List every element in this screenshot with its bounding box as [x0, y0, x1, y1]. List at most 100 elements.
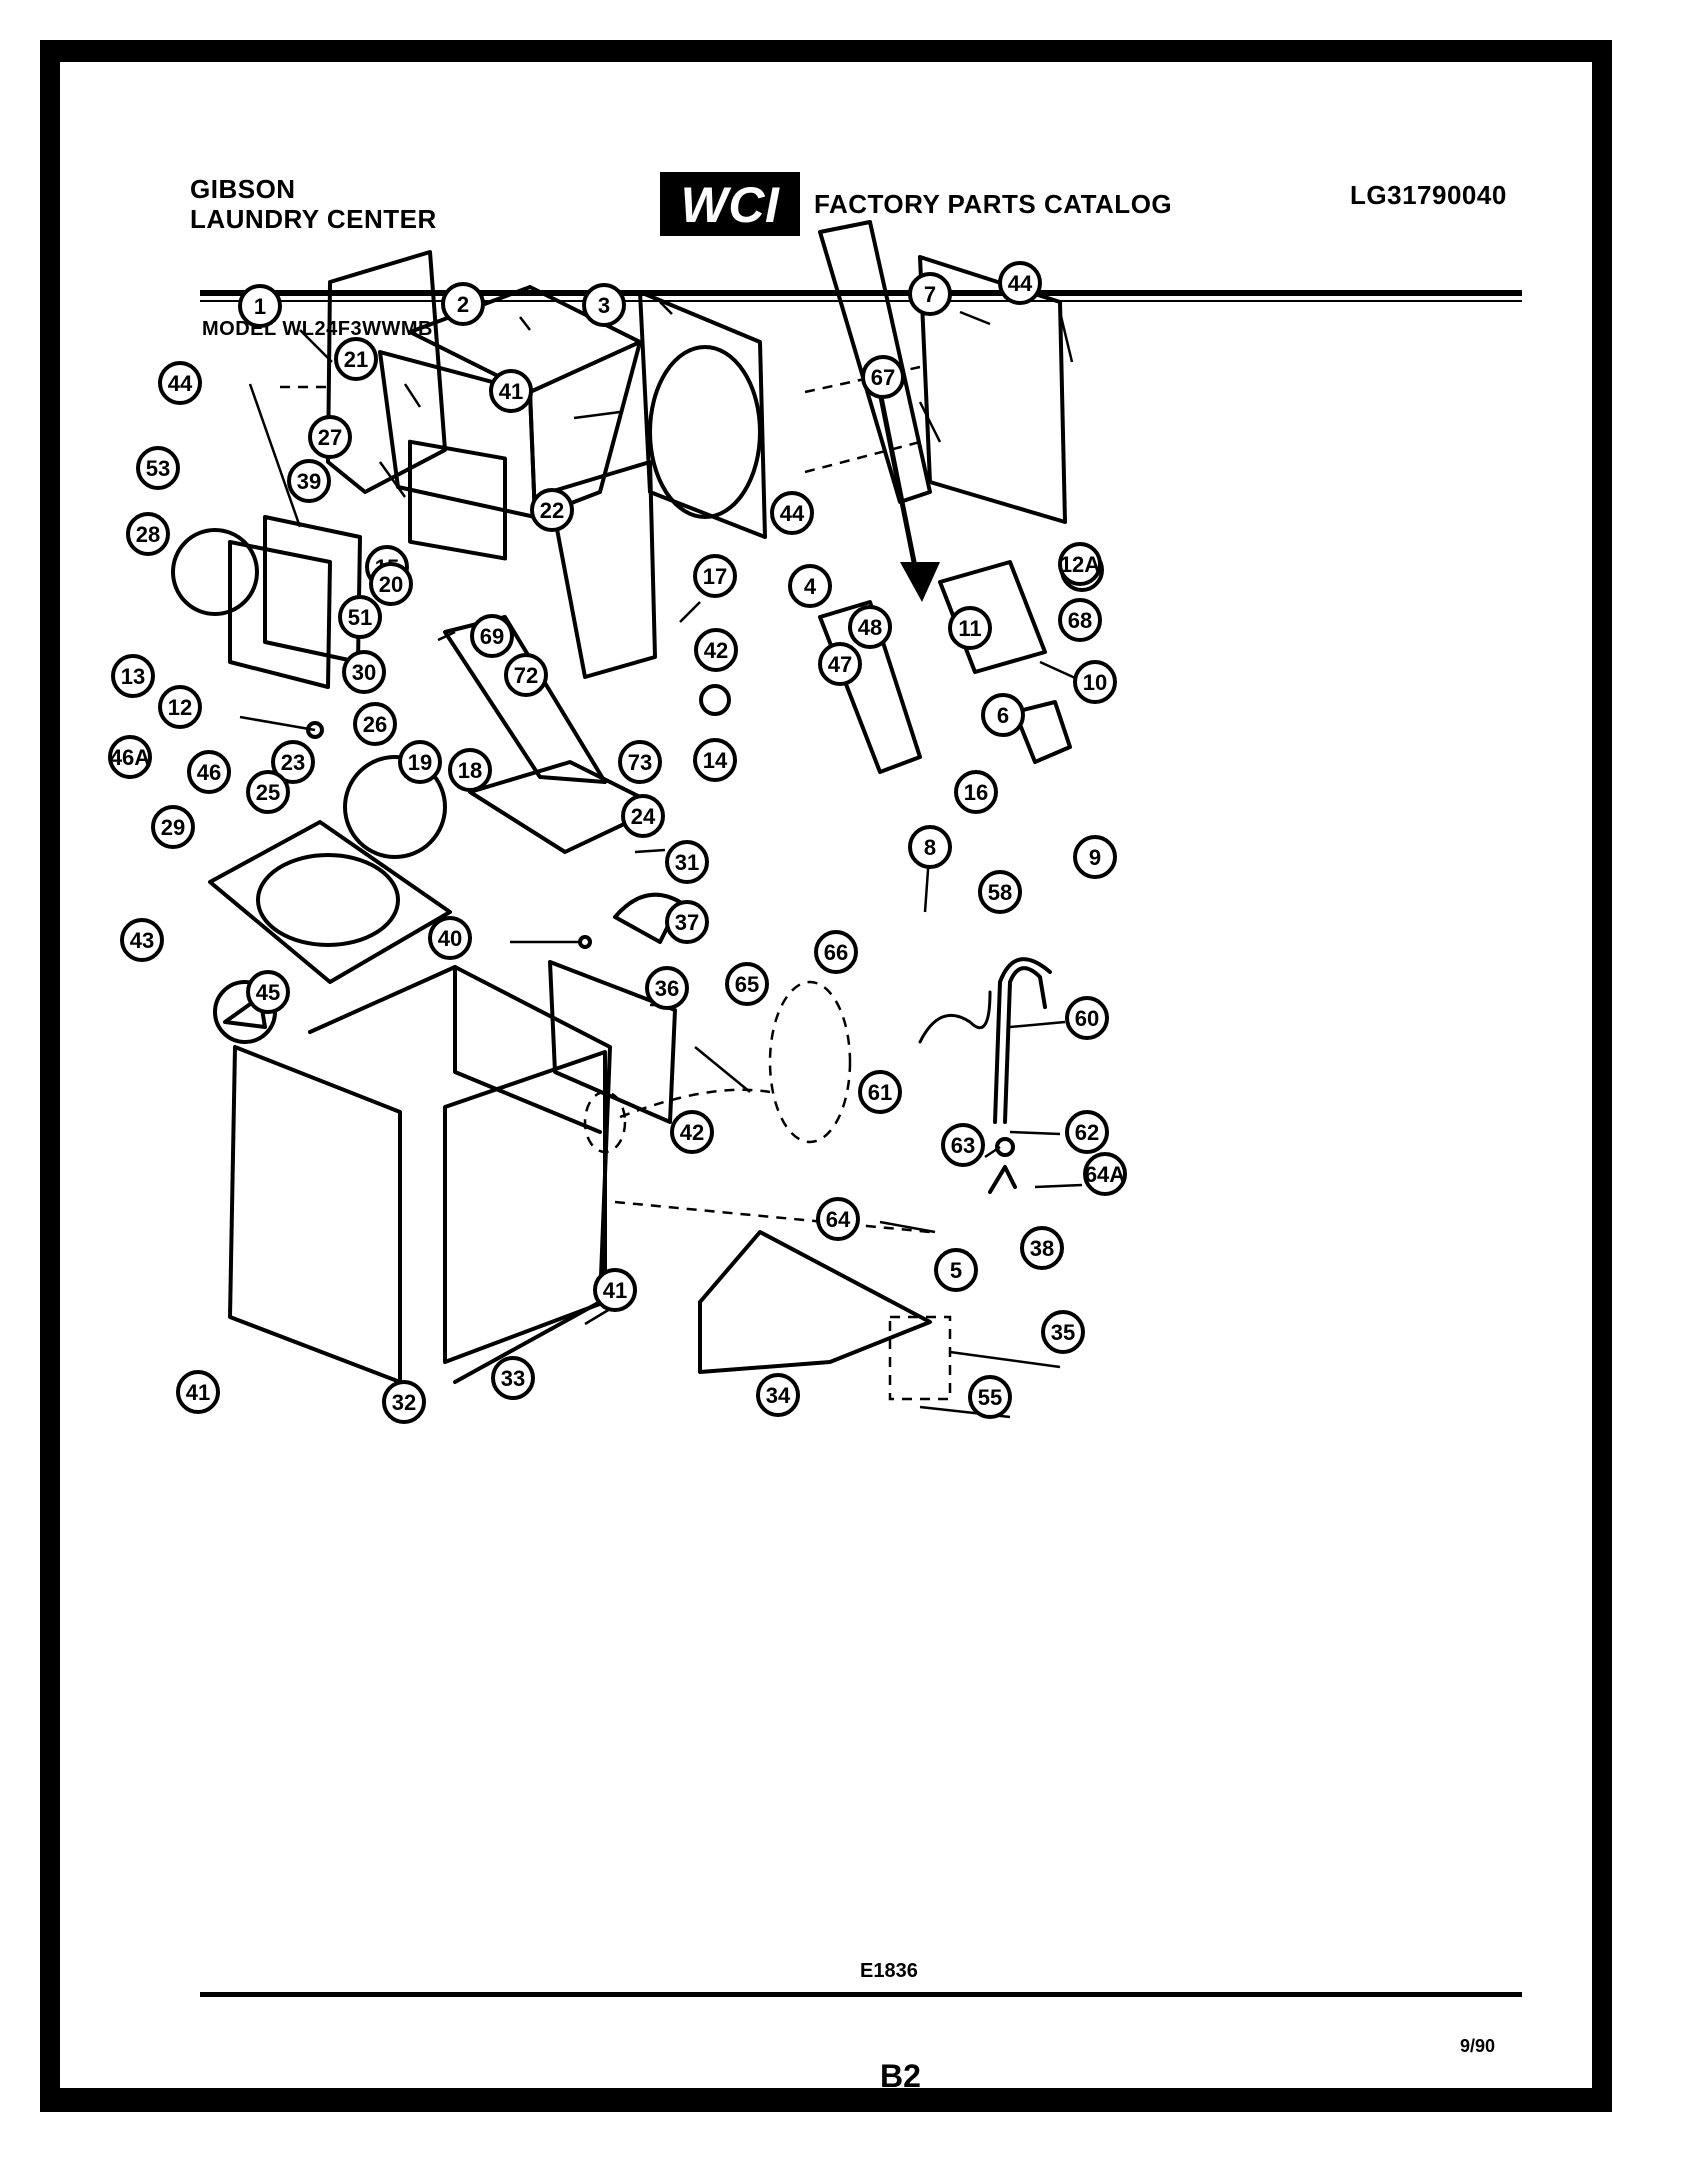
fitting-part-38 — [988, 1165, 1017, 1194]
callout-c25: 25 — [246, 770, 290, 814]
callout-c22: 22 — [530, 488, 574, 532]
callout-number: 40 — [438, 926, 462, 951]
dash-line-2 — [804, 440, 921, 474]
callout-circle — [954, 770, 998, 814]
callout-c47: 47 — [818, 642, 862, 686]
callout-circle — [670, 1110, 714, 1154]
callout-number: 72 — [514, 663, 538, 688]
callout-circle — [694, 628, 738, 672]
callout-circle — [342, 650, 386, 694]
callout-circle — [1058, 598, 1102, 642]
callout-circle — [593, 1268, 637, 1312]
callout-c8: 8 — [908, 825, 952, 869]
callout-c36a: 36 — [645, 966, 689, 1010]
callout-circle — [489, 369, 533, 413]
wire-part-61 — [918, 990, 992, 1044]
base-part-34 — [698, 1230, 932, 1374]
callout-circle — [582, 283, 626, 327]
callout-circle — [176, 1370, 220, 1414]
callout-circle — [645, 966, 689, 1010]
callout-circle — [1041, 1310, 1085, 1354]
callout-circle — [369, 562, 413, 606]
callout-circle — [756, 1373, 800, 1417]
callout-number: 10 — [1083, 670, 1107, 695]
front-opening — [408, 439, 507, 561]
exploded-parts-diagram: 12374444214167442753392244281512A2017684… — [108, 220, 1127, 1424]
product-line: LAUNDRY CENTER — [190, 204, 437, 234]
callout-c32: 32 — [382, 1380, 426, 1424]
callout-number: 39 — [297, 469, 321, 494]
callout-c20: 20 — [369, 562, 413, 606]
callout-c13: 13 — [111, 654, 155, 698]
callout-circle — [818, 642, 862, 686]
page-border: GIBSON LAUNDRY CENTER WCI FACTORY PARTS … — [40, 40, 1612, 2112]
callout-circle — [338, 595, 382, 639]
callout-c46: 46 — [187, 750, 231, 794]
callout-number: 47 — [828, 652, 852, 677]
callout-circle — [941, 1123, 985, 1167]
callout-circle — [1083, 1152, 1127, 1196]
callout-c64: 64 — [816, 1197, 860, 1241]
callout-c45: 45 — [246, 970, 290, 1014]
switch-part-58 — [1013, 700, 1072, 764]
callout-number: 68 — [1068, 608, 1092, 633]
catalog-title-block: WCI FACTORY PARTS CATALOG — [660, 172, 1172, 236]
callout-circle — [1065, 1110, 1109, 1154]
callout-number: 53 — [146, 456, 170, 481]
callout-c63: 63 — [941, 1123, 985, 1167]
callout-c44c: 44 — [770, 491, 814, 535]
callout-number: 37 — [675, 910, 699, 935]
callout-number: 19 — [408, 750, 432, 775]
door-part-12 — [228, 540, 332, 689]
washer-top-part-29 — [208, 820, 452, 984]
callout-number: 67 — [871, 365, 895, 390]
callout-c42a: 42 — [694, 628, 738, 672]
callout-c62: 62 — [1065, 1110, 1109, 1154]
part-40 — [578, 935, 592, 949]
callout-c61: 61 — [858, 1070, 902, 1114]
callout-c11: 11 — [948, 606, 992, 650]
callout-circle — [665, 840, 709, 884]
callout-circle — [934, 1248, 978, 1292]
brand-name: GIBSON — [190, 174, 296, 204]
footer-rule — [200, 1992, 1522, 1997]
wci-logo: WCI — [660, 172, 800, 236]
callout-circle — [158, 685, 202, 729]
callout-circle — [1073, 835, 1117, 879]
callout-number: 26 — [363, 712, 387, 737]
callout-number: 2 — [457, 292, 469, 317]
callout-circle — [504, 653, 548, 697]
callout-number: 31 — [675, 850, 699, 875]
dash-line-5 — [614, 1200, 931, 1234]
callout-c48: 48 — [848, 605, 892, 649]
dashed-inset-motor — [583, 1090, 627, 1154]
header-rule — [200, 290, 1522, 296]
callout-circle — [428, 916, 472, 960]
callout-circle — [238, 284, 282, 328]
callout-number: 69 — [480, 624, 504, 649]
callout-c24: 24 — [621, 794, 665, 838]
callout-number: 60 — [1075, 1006, 1099, 1031]
callout-c9: 9 — [1073, 835, 1117, 879]
callout-circle — [530, 488, 574, 532]
callout-c41c: 41 — [176, 1370, 220, 1414]
callout-circle — [1073, 660, 1117, 704]
callout-circle — [848, 605, 892, 649]
callout-circle — [398, 740, 442, 784]
callout-number: 63 — [951, 1133, 975, 1158]
callout-c41a: 41 — [489, 369, 533, 413]
callout-circle — [111, 654, 155, 698]
callout-c37: 37 — [665, 900, 709, 944]
callout-c65: 65 — [725, 962, 769, 1006]
callout-number: 25 — [256, 780, 280, 805]
callout-c53: 53 — [136, 446, 180, 490]
lid-switch-detail — [343, 755, 447, 859]
callout-number: 41 — [186, 1380, 210, 1405]
catalog-number: LG31790040 — [1350, 180, 1507, 210]
callout-c58: 58 — [978, 870, 1022, 914]
cabinet-frame-part-45 — [308, 965, 612, 1384]
callout-c64a: 64A — [1083, 1152, 1127, 1196]
callout-number: 28 — [136, 522, 160, 547]
callout-number: 44 — [780, 501, 805, 526]
callout-c41b: 41 — [593, 1268, 637, 1312]
